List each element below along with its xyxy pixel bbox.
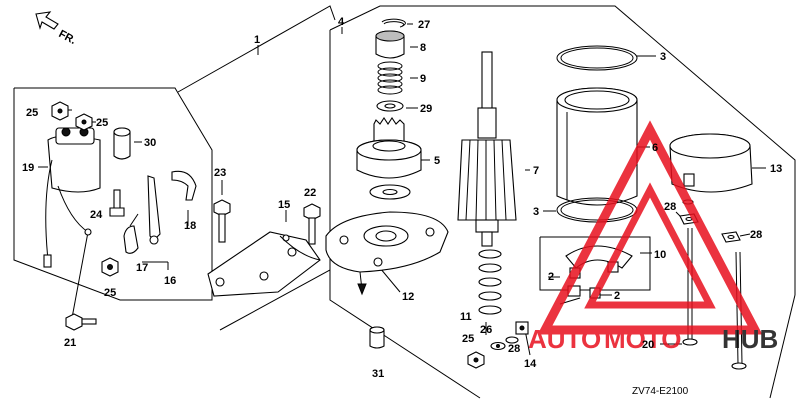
starter-solenoid	[43, 127, 101, 268]
diagram-code: ZV74-E2100	[632, 386, 689, 397]
callout-1: 1	[254, 34, 260, 46]
callout-8: 8	[420, 42, 426, 54]
callout-7: 7	[533, 165, 539, 177]
callout-3a: 3	[660, 51, 666, 63]
bolt-21	[65, 313, 97, 331]
callout-2b: 2	[614, 290, 620, 302]
callout-28b: 28	[750, 229, 762, 241]
callout-12: 12	[402, 291, 414, 303]
callout-25a: 25	[26, 107, 38, 119]
callout-20: 20	[642, 339, 654, 351]
callout-30: 30	[144, 137, 156, 149]
o-ring-3-top	[556, 45, 638, 71]
collar-30	[113, 127, 131, 160]
callout-26: 26	[480, 324, 492, 336]
yoke-assembly-6	[556, 87, 638, 206]
nut-25-top	[51, 101, 93, 131]
callout-5: 5	[434, 155, 440, 167]
callout-13: 13	[770, 163, 782, 175]
callout-28a: 28	[664, 201, 676, 213]
spring-9	[377, 61, 403, 95]
cable-boot-17	[123, 213, 139, 254]
callout-9: 9	[420, 73, 426, 85]
drive-end-housing-12	[325, 211, 449, 296]
callout-16: 16	[164, 275, 176, 287]
terminal-nut-set	[467, 321, 529, 369]
callout-25c: 25	[104, 287, 116, 299]
callout-22: 22	[304, 187, 316, 199]
callout-2a: 2	[548, 271, 554, 283]
watermark-word-1: AUTO	[528, 324, 601, 354]
direction-label: FR.	[57, 28, 78, 47]
washer-stack	[478, 249, 502, 315]
callout-21: 21	[64, 337, 76, 349]
bolt-23	[213, 199, 231, 243]
callout-29: 29	[420, 103, 432, 115]
group-frame-lines	[13, 5, 796, 399]
thrust-washer	[369, 184, 411, 200]
front-direction-arrow-icon: FR.	[35, 11, 78, 47]
callout-3b: 3	[533, 206, 539, 218]
dowel-pin-31	[369, 326, 385, 349]
callout-27: 27	[418, 19, 430, 31]
starter-cable-18	[147, 170, 197, 245]
callout-14: 14	[524, 358, 537, 370]
callout-4: 4	[338, 16, 345, 28]
callout-24: 24	[90, 209, 103, 221]
callout-10: 10	[654, 249, 666, 261]
callout-19: 19	[22, 162, 34, 174]
callout-23: 23	[214, 167, 226, 179]
callout-31: 31	[372, 368, 384, 380]
watermark-word-3: HUB	[722, 324, 778, 354]
callout-18: 18	[184, 220, 196, 232]
armature-7	[457, 51, 517, 247]
callout-17: 17	[136, 262, 148, 274]
callout-labels: 1 2 2 3 3 4 5 6 7 8 9 10 11 12 13 14 15 …	[22, 16, 782, 380]
bolt-22	[303, 203, 321, 245]
callout-28c: 28	[508, 343, 520, 355]
bracket-plate-15	[207, 231, 321, 297]
washer-28-c	[721, 231, 741, 243]
washer-29	[376, 100, 404, 112]
bolt-24	[109, 189, 125, 217]
nut-25-lower	[101, 257, 119, 277]
callout-25d: 25	[462, 333, 474, 345]
callout-6: 6	[652, 142, 658, 154]
callout-11: 11	[460, 311, 472, 323]
watermark-word-2: MOTO	[604, 324, 682, 354]
rear-cover-13	[669, 133, 753, 193]
pinion-clutch-5	[356, 117, 422, 179]
callout-15: 15	[278, 199, 290, 211]
callout-25b: 25	[96, 117, 108, 129]
stop-collar-8	[375, 30, 405, 59]
automotohub-watermark: AUTO MOTO HUB	[528, 120, 778, 354]
snap-ring-27	[381, 18, 406, 28]
